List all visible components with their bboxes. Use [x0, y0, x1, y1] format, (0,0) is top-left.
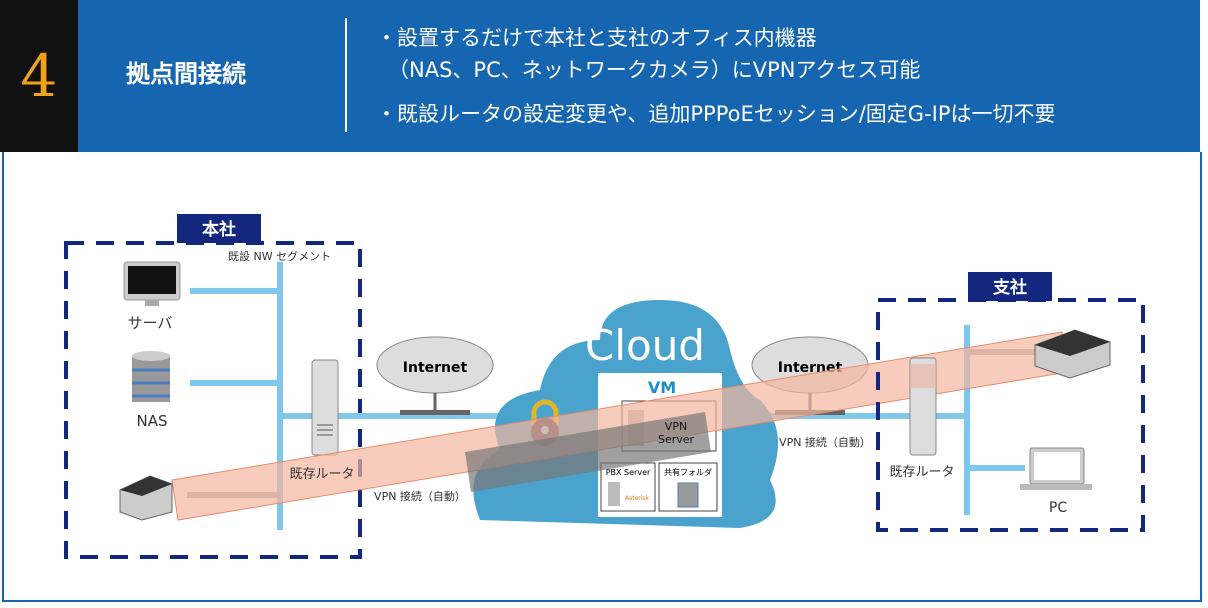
- internet-left-label: Internet: [403, 360, 468, 376]
- branch-badge: [968, 272, 1052, 301]
- header-title: 拠点間接続: [126, 60, 246, 88]
- branch-label: 支社: [993, 277, 1027, 298]
- bullet-2: ・既設ルータの設定変更や、追加PPPoEセッション/固定G-IPは一切不要: [376, 102, 1056, 126]
- branch-router-label: 既存ルータ: [889, 465, 954, 480]
- internet-cloud-left: [376, 336, 494, 415]
- vpn-server-label-1: VPN: [665, 420, 687, 433]
- router-tower-icon: [311, 359, 339, 456]
- vpn-server-label-2: Server: [658, 433, 695, 446]
- router-tower-icon: [909, 357, 937, 456]
- cloud-title: Cloud: [585, 321, 705, 370]
- database-icon: [677, 482, 699, 508]
- header-bar: 拠点間接続 ・設置するだけで本社と支社のオフィス内機器 （NAS、PC、ネットワ…: [78, 0, 1200, 152]
- pbx-label: PBX Server: [606, 468, 651, 477]
- nas-label: NAS: [136, 412, 167, 430]
- monitor-icon: [123, 261, 181, 306]
- shared-folder-label: 共有フォルダ: [664, 467, 712, 477]
- hq-router-label: 既存ルータ: [289, 467, 354, 482]
- vpn-right-label: VPN 接続（自動）: [779, 435, 871, 449]
- head-office-label: 本社: [202, 219, 236, 240]
- vpn-box-branch-icon: [1034, 329, 1111, 379]
- laptop-icon: [1020, 447, 1092, 490]
- vpn-left-label: VPN 接続（自動）: [374, 489, 466, 503]
- bullet-1-cont: （NAS、PC、ネットワークカメラ）にVPNアクセス可能: [388, 58, 921, 82]
- pc-label: PC: [1049, 500, 1067, 516]
- asterisk-logo: Asterisk: [625, 495, 650, 502]
- segment-label: 既設 NW セグメント: [228, 249, 331, 263]
- pbx-server-icon: [608, 482, 620, 506]
- shared-folder-box: [658, 462, 718, 512]
- nas-icon: [132, 351, 170, 402]
- server-label: サーバ: [128, 314, 173, 332]
- vm-label: VM: [648, 378, 676, 397]
- diagram-frame: [2, 152, 1202, 602]
- divider: [345, 18, 347, 132]
- head-office-badge: [177, 214, 261, 243]
- vpn-tunnel-cloud-segment: [465, 412, 711, 492]
- section-number: 4: [0, 0, 78, 152]
- vpn-box-hq-icon: [119, 475, 173, 521]
- bullet-1: ・設置するだけで本社と支社のオフィス内機器: [376, 26, 817, 50]
- head-office-boundary: [64, 241, 362, 559]
